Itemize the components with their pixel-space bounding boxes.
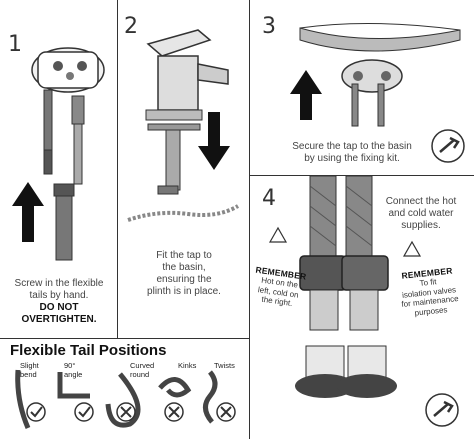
tail-label-line: Twists <box>214 361 235 370</box>
ok-icon <box>74 402 94 422</box>
ok-icon <box>26 402 46 422</box>
step-1-caption: Screw in the flexible tails by hand. DO … <box>2 278 116 326</box>
step-number: 3 <box>262 14 276 39</box>
step-3-illustration <box>290 22 465 163</box>
flexible-tails-illustration <box>15 369 236 429</box>
tail-label-line: round <box>130 369 150 379</box>
corner-tab <box>250 176 288 214</box>
step-number: 4 <box>262 186 276 211</box>
remember-note-right: REMEMBER To fit isolation valves for mai… <box>390 264 469 319</box>
caption-line: Secure the tap to the basin <box>292 141 412 152</box>
tail-label: Kinks <box>178 361 197 371</box>
tail-label-line: 90° <box>64 361 76 370</box>
tail-label-line: Kinks <box>178 361 197 370</box>
step-1-panel: 1 Screw in the flexible tails by hand. D… <box>0 0 118 338</box>
step-3-caption: Secure the tap to the basin by using the… <box>252 141 452 165</box>
step-number: 2 <box>124 14 138 39</box>
tail-label: Curved round <box>130 361 155 379</box>
not-ok-icon <box>216 402 236 422</box>
step-1-illustration <box>12 47 105 261</box>
tail-label: Twists <box>214 361 235 371</box>
caption-line: plinth is in place. <box>147 286 221 297</box>
caption-line: Fit the tap to <box>156 250 212 261</box>
step-2-caption: Fit the tap to the basin, ensuring the p… <box>120 250 248 298</box>
tail-label-line: Slight <box>20 361 39 370</box>
flexible-tails-section <box>0 338 250 439</box>
tail-label-line: angle <box>64 369 83 379</box>
step-4-illustration <box>268 176 459 427</box>
corner-tab <box>118 0 156 38</box>
not-ok-icon <box>116 402 136 422</box>
tail-label-line: bend <box>20 369 37 379</box>
caption-line: and cold water <box>388 208 454 219</box>
step-4-panel: 4 Connect the hot and cold water supplie… <box>250 176 474 439</box>
step-3-panel: 3 Secure the tap to the basin by using t… <box>250 0 474 176</box>
caption-line: supplies. <box>401 220 441 231</box>
caption-line: Connect the hot <box>385 196 457 207</box>
step-2-panel: 2 Fit the tap to the basin, ensuring the… <box>118 0 250 338</box>
caption-line: the basin, <box>162 262 206 273</box>
not-ok-icon <box>164 402 184 422</box>
corner-tab <box>250 0 288 38</box>
remember-note-left: REMEMBER Hot on the left, cold on the ri… <box>250 264 314 311</box>
caption-line: by using the fixing kit. <box>304 153 400 164</box>
caption-warning: OVERTIGHTEN. <box>21 314 97 325</box>
tail-label-line: Curved <box>130 361 155 370</box>
step-number: 1 <box>8 32 22 57</box>
caption-warning: DO NOT <box>39 302 79 313</box>
corner-tab <box>0 0 38 38</box>
step-2-illustration <box>127 29 240 222</box>
caption-line: tails by hand. <box>29 290 89 301</box>
caption-line: ensuring the <box>156 274 212 285</box>
caption-line: Screw in the flexible <box>14 278 104 289</box>
tail-label: Slight bend <box>20 361 39 379</box>
tail-label: 90° angle <box>64 361 83 379</box>
flexible-tails-title: Flexible Tail Positions <box>10 342 167 359</box>
step-4-caption: Connect the hot and cold water supplies. <box>368 196 474 232</box>
